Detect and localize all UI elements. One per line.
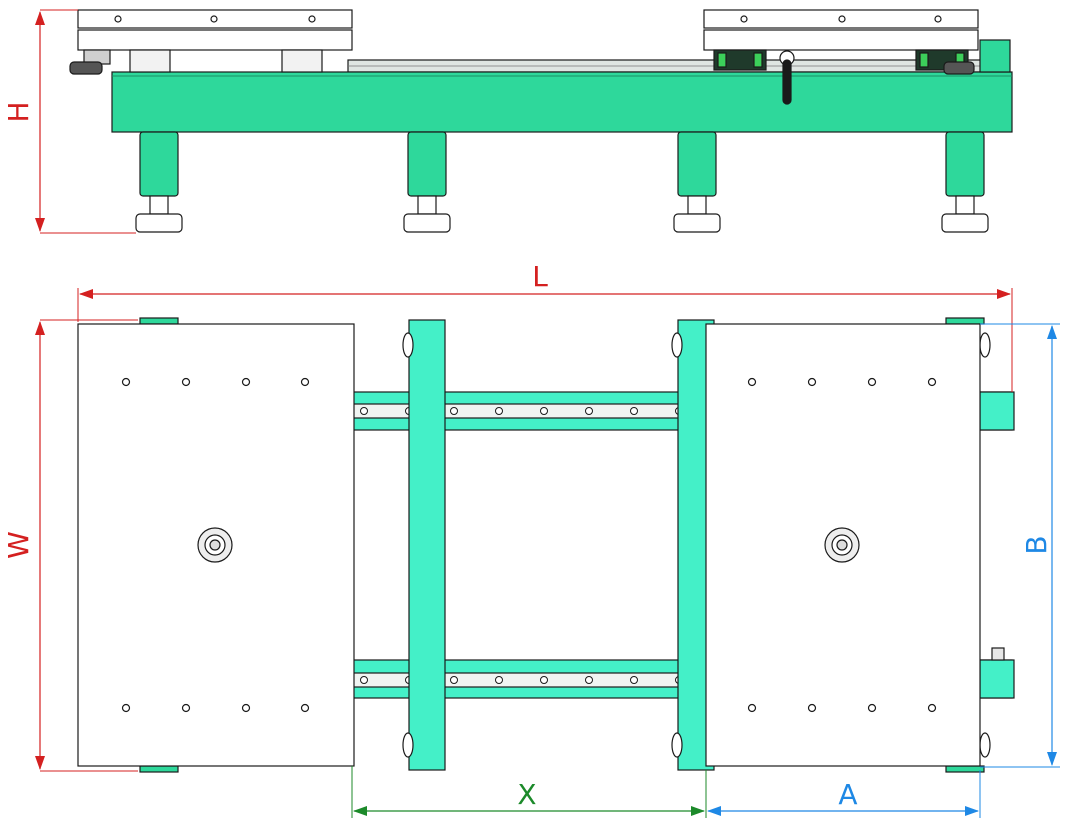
dim-w: W (2, 319, 138, 772)
top-view (77, 317, 1015, 773)
end-bracket (979, 391, 1015, 431)
right-carriage-plate (705, 323, 981, 767)
left-carriage-plate (77, 323, 355, 767)
dim-w-label: W (2, 531, 35, 559)
dim-l: L (77, 260, 1013, 392)
dim-a-label: A (838, 778, 857, 811)
side-end-block (979, 39, 1011, 73)
side-left-carriage (69, 9, 353, 75)
side-leg (673, 131, 721, 233)
side-right-carriage (703, 9, 979, 75)
dim-x: X (351, 766, 707, 818)
dim-l-label: L (532, 260, 548, 293)
side-leg (941, 131, 989, 233)
side-leg (135, 131, 183, 233)
clamp-handle (779, 50, 795, 105)
dim-h: H (2, 9, 136, 234)
vertical-member (408, 319, 446, 771)
side-leg (403, 131, 451, 233)
dim-a: A (707, 770, 981, 818)
side-main-beam (111, 71, 1013, 133)
dim-h-label: H (2, 101, 35, 122)
side-view (69, 9, 1013, 233)
dim-b-label: B (1020, 535, 1053, 554)
dim-x-label: X (517, 778, 536, 811)
dim-b: B (980, 323, 1060, 768)
end-bracket (979, 659, 1015, 699)
